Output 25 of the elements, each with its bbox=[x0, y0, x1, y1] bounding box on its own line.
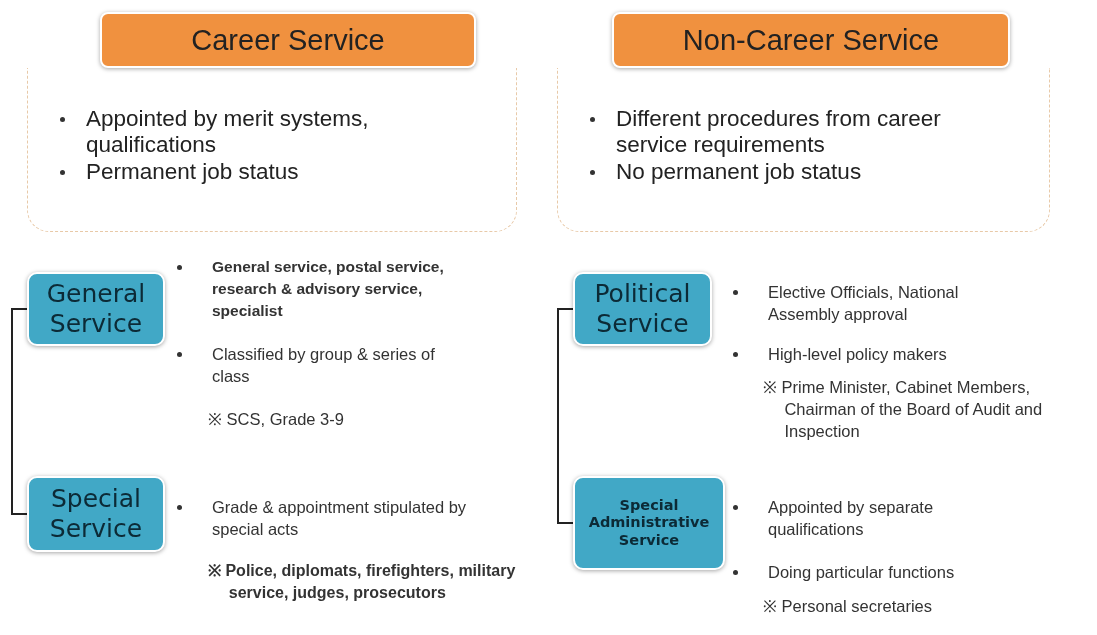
bullet-text: Grade & appointment stipulated by special acts bbox=[212, 497, 468, 540]
header-box: Career Service bbox=[100, 12, 476, 68]
bullet-text: Elective Officials, National Assembly approval bbox=[768, 282, 960, 325]
note-text: ※ Prime Minister, Cabinet Members, Chairman of the Board of Audit and Inspection bbox=[763, 377, 1044, 442]
dashed-panel bbox=[27, 68, 517, 232]
bullet-text: No permanent job status bbox=[616, 159, 862, 184]
note-text: ※ SCS, Grade 3-9 bbox=[208, 409, 345, 430]
bullet-text: Appointed by merit systems, qualifications bbox=[86, 106, 369, 157]
header-box: Non-Career Service bbox=[612, 12, 1010, 68]
bullet-text: High-level policy makers bbox=[768, 344, 948, 365]
bullet-text: General service, postal service, research & advisory service, specialist bbox=[212, 257, 445, 321]
bullet-text: Classified by group & series of class bbox=[212, 344, 436, 387]
category-box: Political Service bbox=[573, 272, 712, 346]
note-text: ※ Police, diplomats, firefighters, military service, judges, prosecutors bbox=[208, 561, 517, 603]
bullet-text: Appointed by separate qualifications bbox=[768, 497, 935, 540]
note-text: ※ Personal secretaries bbox=[763, 596, 933, 617]
bracket-connector bbox=[11, 308, 28, 515]
category-box: Special Administrative Service bbox=[573, 476, 725, 570]
bullet-text: Doing particular functions bbox=[768, 562, 956, 583]
category-box: General Service bbox=[27, 272, 165, 346]
bracket-connector bbox=[557, 308, 574, 524]
dashed-panel bbox=[557, 68, 1050, 232]
bullet-text: Permanent job status bbox=[86, 159, 299, 184]
bullet-text: Different procedures from career service requirements bbox=[616, 106, 941, 157]
category-box: Special Service bbox=[27, 476, 165, 552]
